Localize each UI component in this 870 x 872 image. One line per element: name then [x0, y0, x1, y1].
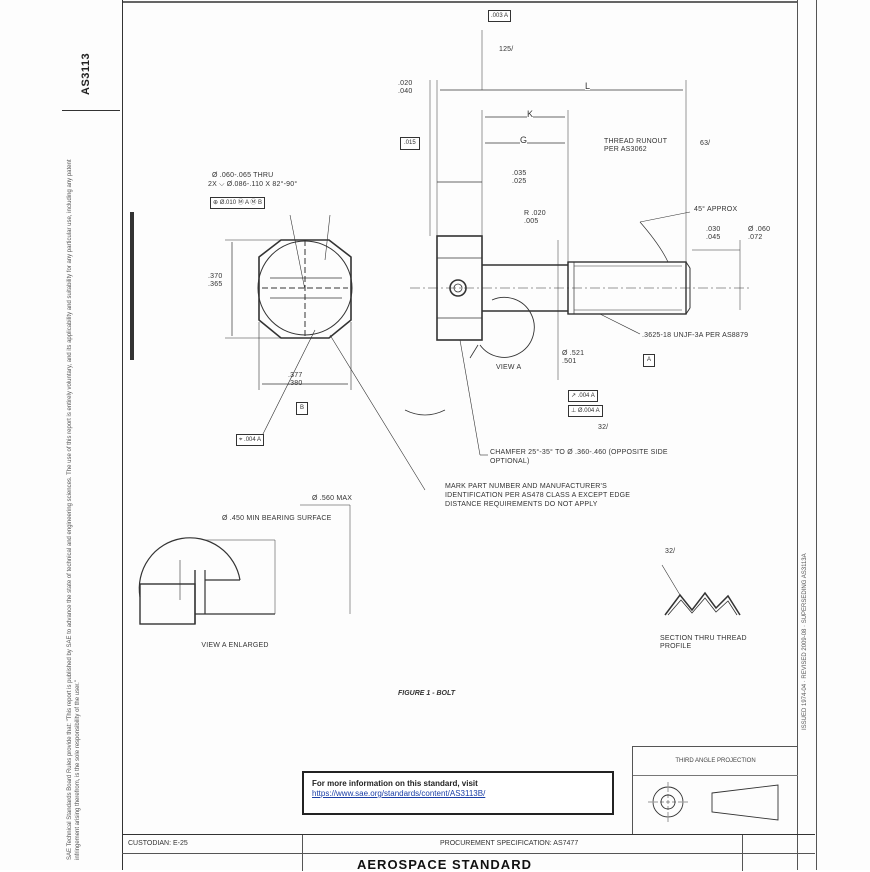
title-block: CUSTODIAN: E-25 PROCUREMENT SPECIFICATIO… [122, 834, 815, 872]
thread-basic-box: A [643, 354, 656, 367]
section-finish: 32/ [665, 548, 676, 555]
chamfer-note: CHAMFER 25°-35° TO Ø .360-.460 (OPPOSITE… [490, 449, 668, 465]
position-fcf: ⊕ Ø.010 Ⓜ A Ⓜ B [210, 197, 266, 209]
dim-left-box: .015 [400, 137, 420, 150]
hex-head-end-view [258, 239, 352, 339]
revision-bar [130, 212, 134, 360]
section-label: SECTION THRU THREAD PROFILE [660, 635, 747, 650]
procurement-spec: PROCUREMENT SPECIFICATION: AS7477 [440, 840, 579, 847]
radius-dim: R .020 .005 [524, 210, 546, 225]
surface-32: 32/ [598, 424, 609, 431]
runout-fcf: ↗ .004 A [568, 390, 598, 402]
dim-left: .020 .040 [398, 80, 413, 95]
dim-K: K [527, 109, 534, 119]
top-surface-finish: 125/ [499, 46, 514, 53]
dim-L: L [585, 81, 591, 91]
flatness-fcf: .003 A [488, 10, 512, 22]
shank-dim: .035 .025 [512, 170, 527, 185]
info-title: For more information on this standard, v… [312, 779, 478, 788]
thread-spec: .3625-18 UNJF-3A PER AS8879 [642, 332, 749, 339]
dia-basic: Ø .521 .501 [562, 350, 585, 365]
head-width-dim: .370 .365 [208, 273, 223, 288]
standard-link[interactable]: https://www.sae.org/standards/content/AS… [312, 789, 486, 798]
title-block-divider [302, 835, 303, 871]
projection-label: THIRD ANGLE PROJECTION [633, 747, 798, 776]
bearing-surface: Ø .450 MIN BEARING SURFACE [222, 515, 332, 522]
thread-runout: THREAD RUNOUT PER AS3062 [604, 138, 668, 153]
title-block-divider-2 [742, 835, 743, 871]
document-id-box [62, 10, 120, 111]
title-block-row [122, 835, 815, 854]
chamfer-dims: .030 .045 [706, 226, 721, 241]
info-box: For more information on this standard, v… [302, 771, 614, 815]
thread-profile [664, 591, 741, 616]
angle-approx: 45° APPROX [694, 206, 738, 213]
position-fcf-2: ⌖ .004 A [236, 434, 265, 446]
standard-title: AEROSPACE STANDARD [357, 857, 532, 872]
perp-fcf: ⊥ Ø.004 A [568, 405, 603, 417]
marking-note: MARK PART NUMBER AND MANUFACTURER'S IDEN… [445, 483, 631, 508]
flatness-datum: A [504, 13, 509, 19]
custodian-code: CUSTODIAN: E-25 [128, 840, 188, 847]
right-margin-frame [797, 0, 817, 870]
flatness-value: .003 [491, 13, 503, 19]
projection-box: THIRD ANGLE PROJECTION [632, 746, 798, 835]
left-margin-frame [60, 0, 123, 870]
view-a-enlarged-label: VIEW A ENLARGED [201, 642, 269, 649]
view-a-label: VIEW A [496, 364, 522, 371]
hole-callout: Ø .060-.065 THRU [212, 172, 274, 179]
across-flats-basic: B [296, 402, 309, 415]
dia-dims: Ø .060 .072 [748, 226, 771, 241]
hole-callout-2: 2X ⌵ Ø.086-.110 X 82°-90° [208, 181, 298, 188]
figure-caption: FIGURE 1 - BOLT [398, 690, 456, 697]
thread-finish: 63/ [700, 140, 711, 147]
view-a-enlarged [138, 537, 241, 598]
across-flats: .377 .380 [288, 372, 303, 387]
dia-max: Ø .560 MAX [312, 495, 353, 502]
dim-G: G [520, 135, 528, 145]
